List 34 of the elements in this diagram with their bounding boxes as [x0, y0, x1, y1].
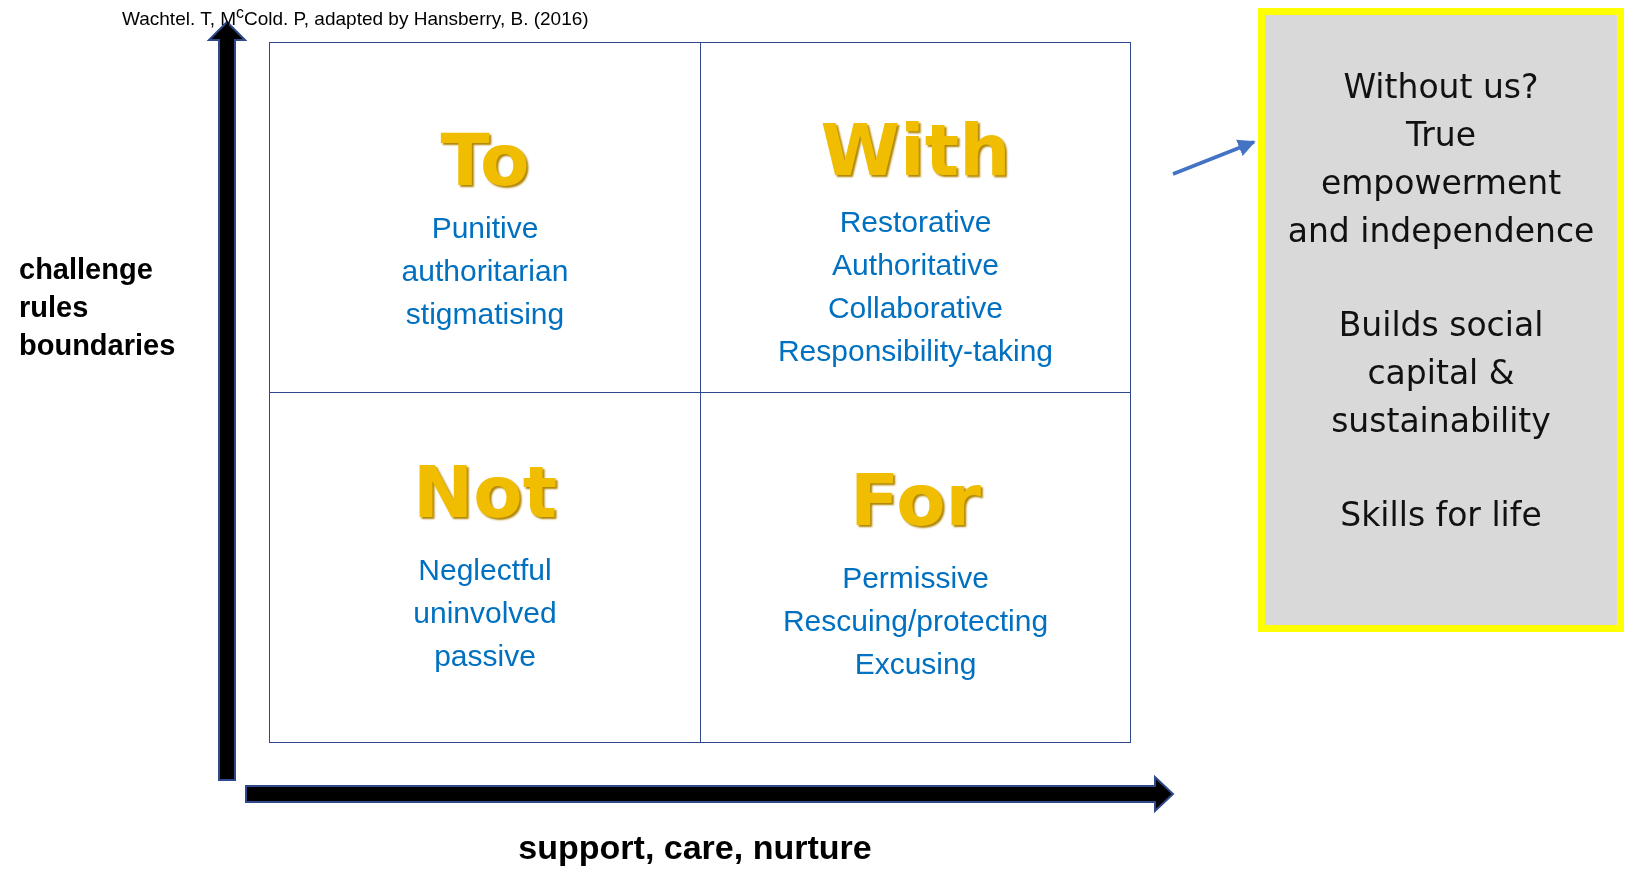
quadrant-item: Collaborative: [827, 290, 1004, 327]
quadrant-item: Excusing: [854, 646, 977, 683]
quadrant-item: passive: [434, 638, 536, 675]
note-box: [1258, 8, 1624, 632]
quadrant-item: authoritarian: [401, 253, 569, 290]
quadrant-item: uninvolved: [413, 595, 557, 632]
note-text: empowerment: [1320, 162, 1562, 204]
axis-label: challenge rules boundaries: [19, 252, 177, 363]
note-text: sustainability: [1331, 400, 1551, 442]
quadrant-item: Neglectful: [418, 552, 552, 589]
quadrant-item: Responsibility-taking: [777, 333, 1054, 370]
quadrant-box: [700, 392, 1131, 743]
quadrant-item: Authoritative: [832, 247, 999, 284]
note-text: Skills for life: [1340, 494, 1542, 536]
quadrant-item: Restorative: [839, 204, 992, 241]
quadrant-item: Rescuing/protecting: [782, 603, 1049, 640]
axis-label: support, care, nurture: [517, 828, 873, 868]
quadrant-item: Punitive: [431, 210, 539, 247]
note-text: Without us?: [1343, 66, 1539, 108]
citation-text: Wachtel. T, M$^{c}$Cold. P, adapted by Hansberry, B. (2016): [122, 4, 590, 31]
quadrant-heading: For: [849, 461, 982, 541]
note-text: Builds social: [1338, 304, 1544, 346]
quadrant-box: [269, 42, 701, 393]
quadrant-heading: To: [440, 121, 530, 201]
arrow: [1172, 139, 1256, 176]
note-text: True: [1405, 114, 1477, 156]
quadrant-item: stigmatising: [405, 296, 565, 333]
note-text: capital &: [1367, 352, 1515, 394]
quadrant-box: [700, 42, 1131, 393]
quadrant-heading: With: [820, 111, 1011, 191]
quadrant-heading: Not: [412, 453, 558, 533]
quadrant-box: [269, 392, 701, 743]
note-text: and independence: [1287, 210, 1595, 252]
quadrant-item: Permissive: [842, 560, 989, 597]
